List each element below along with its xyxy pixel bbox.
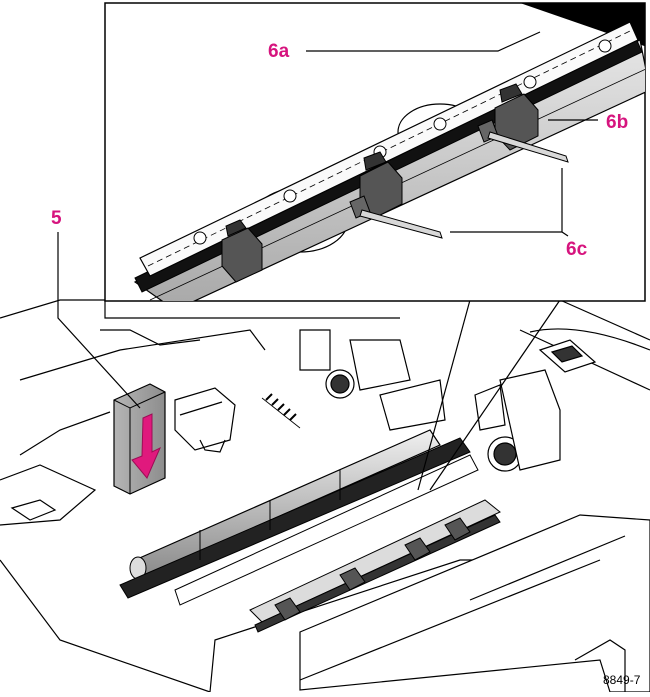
callout-6c: 6c — [566, 239, 588, 260]
zoom-line-right — [429, 299, 561, 491]
cable-tie-left — [349, 195, 443, 239]
callout-6b: 6b — [606, 112, 629, 133]
separator-block — [113, 383, 166, 495]
rail-install-location — [249, 499, 501, 633]
callout-5: 5 — [51, 208, 62, 229]
roller-assembly — [119, 429, 479, 606]
zoom-line-left — [417, 299, 471, 491]
inset-magnified-view — [133, 3, 645, 301]
callout-6a: 6a — [268, 41, 290, 62]
leader-6a — [306, 31, 541, 52]
insert-arrow-icon — [131, 413, 162, 479]
leader-5 — [57, 232, 141, 409]
cable-tie-right — [477, 119, 569, 163]
printer-body — [0, 299, 650, 693]
clip-right — [494, 83, 539, 151]
figure-number: 8849-7 — [603, 673, 641, 687]
clip-middle — [359, 151, 403, 219]
leader-6c — [450, 168, 569, 237]
clip-left — [221, 219, 263, 283]
